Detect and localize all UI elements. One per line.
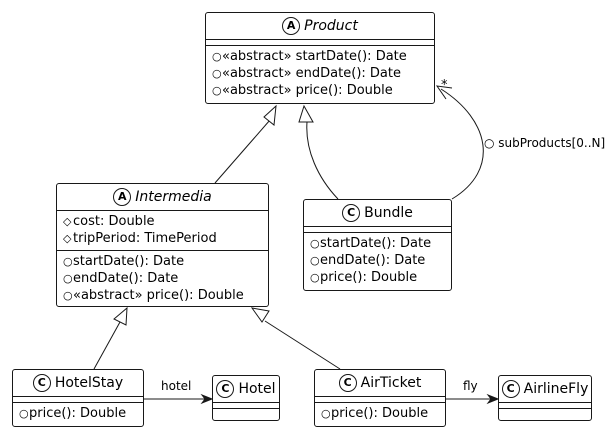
method-item: ○endDate(): Date — [310, 253, 426, 268]
protected-visibility-icon: ◇ — [63, 232, 72, 245]
methods-section: ○«abstract» startDate(): Date ○«abstract… — [206, 45, 434, 102]
association-arrowhead — [200, 393, 214, 405]
generalization-arrowhead — [263, 104, 277, 126]
association-subproducts — [440, 88, 484, 200]
association-arrowhead — [435, 85, 453, 100]
class-icon: C — [216, 380, 235, 398]
generalization-intermedia-product — [214, 119, 271, 184]
method-item: ○«abstract» price(): Double — [63, 288, 244, 303]
subproducts-role-label: ○ subProducts[0..N] — [484, 136, 606, 150]
public-visibility-icon: ○ — [212, 50, 222, 63]
generalization-hotelstay-intermedia — [93, 321, 121, 370]
generalization-airticket-intermedia — [264, 320, 341, 370]
public-visibility-icon: ○ — [63, 272, 73, 285]
fields-section — [304, 226, 451, 232]
method-item: ○price(): Double — [321, 406, 429, 421]
public-visibility-icon: ○ — [321, 407, 331, 420]
class-name: Bundle — [364, 205, 413, 221]
methods-section: ○price(): Double — [13, 402, 143, 425]
class-name: AirTicket — [360, 375, 422, 391]
fields-section — [206, 39, 434, 45]
association-arrowhead — [486, 393, 500, 405]
class-icon: C — [338, 374, 357, 392]
protected-visibility-icon: ◇ — [63, 215, 72, 228]
generalization-arrowhead — [298, 104, 314, 123]
method-item: ○startDate(): Date — [63, 254, 185, 269]
generalization-arrowhead — [250, 307, 270, 323]
public-visibility-icon: ○ — [310, 237, 320, 250]
methods-section: ○price(): Double — [315, 402, 445, 425]
class-name: Intermedia — [135, 189, 212, 205]
field-item: ◇tripPeriod: TimePeriod — [63, 231, 217, 246]
public-visibility-icon: ○ — [310, 254, 320, 267]
method-item: ○«abstract» price(): Double — [212, 83, 393, 98]
methods-section — [499, 408, 591, 414]
field-item: ◇cost: Double — [63, 214, 155, 229]
method-item: ○«abstract» startDate(): Date — [212, 49, 407, 64]
generalization-bundle-product — [306, 121, 339, 200]
methods-section: ○startDate(): Date ○endDate(): Date ○«ab… — [57, 250, 268, 307]
fields-section — [315, 396, 445, 402]
public-visibility-icon: ○ — [63, 255, 73, 268]
class-icon: C — [342, 204, 361, 222]
method-item: ○startDate(): Date — [310, 236, 432, 251]
abstract-class-icon: A — [113, 188, 132, 206]
class-icon: C — [501, 380, 520, 398]
public-visibility-icon: ○ — [212, 67, 222, 80]
method-item: ○«abstract» endDate(): Date — [212, 66, 401, 81]
hotel-association-label: hotel — [161, 379, 192, 393]
class-name: Product — [304, 18, 358, 34]
class-name: AirlineFly — [523, 381, 589, 397]
fields-section — [213, 402, 279, 408]
generalization-arrowhead — [113, 306, 128, 326]
class-icon: C — [32, 374, 51, 392]
class-name: HotelStay — [54, 375, 124, 391]
class-name: Hotel — [238, 381, 276, 397]
fly-association-label: fly — [463, 379, 478, 393]
fields-section — [499, 402, 591, 408]
subproducts-multiplicity: * — [441, 78, 448, 93]
public-visibility-icon: ○ — [212, 84, 222, 97]
methods-section: ○startDate(): Date ○endDate(): Date ○pri… — [304, 232, 451, 289]
public-visibility-icon: ○ — [63, 289, 73, 302]
method-item: ○price(): Double — [310, 270, 418, 285]
public-visibility-icon: ○ — [19, 407, 29, 420]
method-item: ○price(): Double — [19, 406, 127, 421]
abstract-class-icon: A — [282, 17, 301, 35]
method-item: ○endDate(): Date — [63, 271, 179, 286]
fields-section — [13, 396, 143, 402]
fields-section: ◇cost: Double ◇tripPeriod: TimePeriod — [57, 210, 268, 250]
public-visibility-icon: ○ — [310, 271, 320, 284]
methods-section — [213, 408, 279, 414]
